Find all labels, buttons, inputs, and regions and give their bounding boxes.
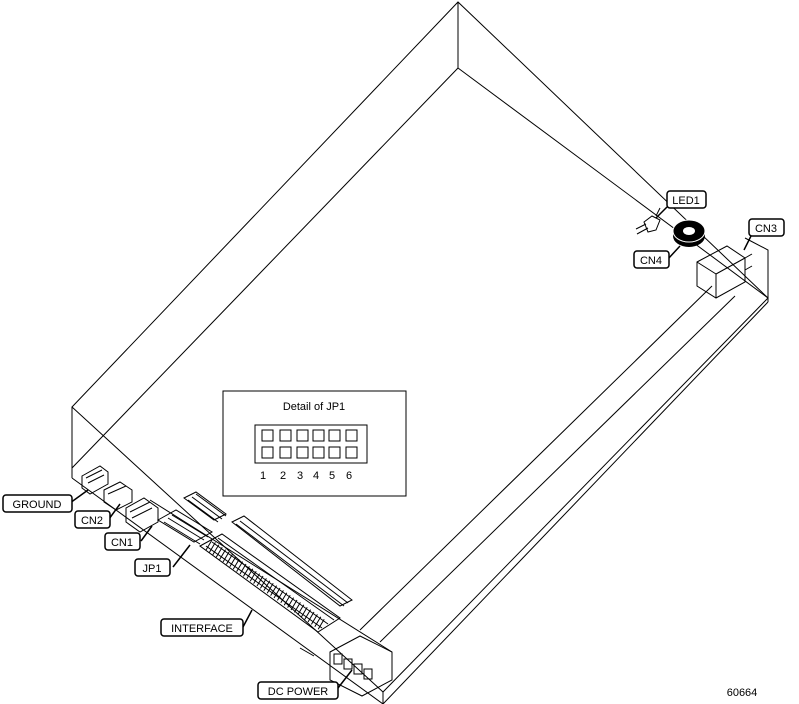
pin-number: 2 bbox=[280, 470, 286, 482]
connector-strip-upper bbox=[183, 491, 227, 523]
callout-cn2-text: CN2 bbox=[81, 515, 103, 527]
figure-number: 60664 bbox=[727, 687, 758, 699]
callout-cn3: CN3 bbox=[748, 218, 785, 237]
back-panel bbox=[81, 465, 393, 697]
pin-number: 6 bbox=[346, 470, 352, 482]
callout-cn4: CN4 bbox=[633, 250, 670, 269]
interface-pin bbox=[283, 594, 291, 606]
interface-pin bbox=[208, 542, 216, 553]
jumper-pin bbox=[279, 446, 292, 459]
jp1-pin-grid bbox=[261, 429, 358, 459]
jumper-pin bbox=[296, 429, 309, 442]
callout-ground-text: GROUND bbox=[13, 499, 62, 511]
callout-ground: GROUND bbox=[2, 494, 73, 513]
callout-jp1: JP1 bbox=[134, 558, 171, 577]
ground-tab bbox=[81, 465, 109, 495]
interface-pin bbox=[300, 606, 308, 618]
interface-pin bbox=[287, 597, 295, 608]
drive-enclosure bbox=[71, 1, 769, 704]
callout-dc-power-text: DC POWER bbox=[268, 686, 329, 698]
callout-interface: INTERFACE bbox=[160, 618, 244, 637]
jumper-pin bbox=[345, 446, 358, 459]
interface-pin bbox=[273, 587, 281, 599]
interface-pin bbox=[249, 570, 257, 582]
jumper-pin bbox=[345, 429, 358, 442]
cn3-connector bbox=[696, 245, 753, 299]
cn2-connector bbox=[103, 481, 133, 511]
interface-pin bbox=[219, 549, 227, 560]
interface-pin bbox=[232, 558, 240, 570]
jumper-pin bbox=[312, 429, 325, 442]
callout-jp1-text: JP1 bbox=[143, 563, 162, 575]
interface-pin bbox=[310, 614, 318, 625]
interface-pin bbox=[297, 604, 305, 616]
callout-cn3-text: CN3 bbox=[755, 223, 777, 235]
interface-pin bbox=[307, 611, 315, 623]
callout-interface-text: INTERFACE bbox=[171, 623, 233, 635]
jumper-pin bbox=[296, 446, 309, 459]
interface-pin bbox=[246, 568, 254, 580]
interface-pin bbox=[314, 616, 322, 628]
interface-pin bbox=[256, 575, 264, 587]
interface-pin bbox=[205, 539, 213, 551]
callout-cn2: CN2 bbox=[74, 510, 111, 529]
jp1-detail-inset: Detail of JP1 1 2 3 4 5 6 bbox=[222, 390, 407, 497]
cn4-toroid bbox=[672, 219, 706, 247]
interface-pin bbox=[280, 592, 288, 604]
interface-pin bbox=[317, 618, 325, 630]
led1-component bbox=[635, 207, 661, 235]
jumper-pin bbox=[261, 429, 274, 442]
interface-pin bbox=[225, 554, 233, 565]
interface-pin bbox=[276, 590, 284, 601]
interface-pin bbox=[266, 582, 274, 594]
cn1-connector bbox=[125, 497, 159, 533]
jumper-pin bbox=[312, 446, 325, 459]
pin-number: 4 bbox=[313, 470, 319, 482]
interface-pin bbox=[253, 573, 261, 584]
interface-pin bbox=[229, 556, 237, 568]
callout-cn1-text: CN1 bbox=[111, 537, 133, 549]
callout-cn1: CN1 bbox=[104, 532, 141, 551]
jumper-pin bbox=[279, 429, 292, 442]
interface-pin bbox=[222, 551, 230, 563]
interface-pin bbox=[304, 609, 312, 620]
pin-number: 5 bbox=[329, 470, 335, 482]
interface-pin bbox=[212, 544, 220, 556]
interface-connector bbox=[199, 515, 353, 633]
interface-pin bbox=[236, 561, 244, 572]
callout-cn4-text: CN4 bbox=[640, 255, 662, 267]
callout-led1: LED1 bbox=[666, 190, 707, 209]
jp1-pin-numbers: 1 2 3 4 5 6 bbox=[260, 470, 352, 482]
pin-number: 3 bbox=[297, 470, 303, 482]
interface-pin bbox=[290, 599, 298, 611]
jp1-detail-title: Detail of JP1 bbox=[283, 401, 345, 413]
interface-pin bbox=[239, 563, 247, 575]
callout-dc-power: DC POWER bbox=[257, 681, 339, 700]
callout-led1-text: LED1 bbox=[672, 195, 700, 207]
interface-pin bbox=[242, 566, 250, 577]
jumper-pin bbox=[328, 446, 341, 459]
jp1-header bbox=[157, 509, 213, 545]
interface-pin bbox=[270, 585, 278, 596]
pin-number: 1 bbox=[260, 470, 266, 482]
jumper-pin bbox=[261, 446, 274, 459]
interface-pin bbox=[293, 602, 301, 613]
interface-pin bbox=[215, 546, 223, 558]
leader-lines bbox=[69, 206, 753, 689]
interface-pin bbox=[263, 580, 271, 592]
dc-power-connector bbox=[329, 635, 393, 697]
interface-pins bbox=[205, 539, 325, 630]
jumper-pin bbox=[328, 429, 341, 442]
interface-pin bbox=[259, 578, 267, 589]
